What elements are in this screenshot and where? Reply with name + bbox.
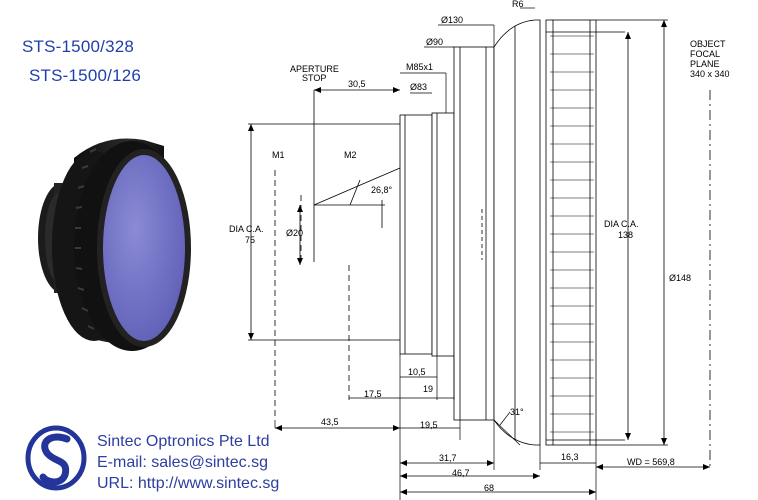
r6-label: R6 <box>512 0 524 9</box>
dia-ca-left-1: DIA C.A. <box>229 224 264 234</box>
object-label-3: PLANE <box>690 59 720 69</box>
dim-17-5: 17,5 <box>364 389 382 399</box>
working-distance: WD = 569,8 <box>627 457 675 467</box>
object-label-1: OBJECT <box>690 39 726 49</box>
company-url[interactable]: URL: http://www.sintec.sg <box>97 475 280 492</box>
dim-43-5: 43,5 <box>321 417 339 427</box>
sintec-logo <box>25 425 87 491</box>
dim-19-5: 19,5 <box>420 420 438 430</box>
thread-label: M85x1 <box>406 62 433 72</box>
angle-26-8: 26,8° <box>371 185 393 195</box>
dim-16-3: 16,3 <box>561 452 579 462</box>
aperture-stop-label-1: APERTURE <box>290 64 339 74</box>
dim-68: 68 <box>484 483 494 493</box>
phi130-label: Ø130 <box>441 15 463 25</box>
company-email[interactable]: E-mail: sales@sintec.sg <box>97 454 268 471</box>
object-label-4: 340 x 340 <box>690 69 730 79</box>
object-label-2: FOCAL <box>690 49 720 59</box>
dim-19: 19 <box>423 384 433 394</box>
dim-46-7: 46,7 <box>452 468 470 478</box>
model-name-1: STS-1500/328 <box>22 37 135 56</box>
phi83-label: Ø83 <box>410 82 427 92</box>
dia-ca-right-1: DIA C.A. <box>604 219 639 229</box>
phi90-label: Ø90 <box>426 37 443 47</box>
dim-10-5: 10,5 <box>408 367 426 377</box>
m1-label: M1 <box>272 150 285 160</box>
angle-31: 31° <box>510 407 524 417</box>
dim-31-7: 31,7 <box>439 453 457 463</box>
phi20-label: Ø20 <box>286 228 303 238</box>
aperture-stop-label-2: STOP <box>302 73 326 83</box>
dia-ca-left-2: 75 <box>245 235 255 245</box>
model-name-2: STS-1500/126 <box>29 66 142 85</box>
dia-ca-right-2: 138 <box>618 230 633 240</box>
phi148-label: Ø148 <box>669 273 691 283</box>
dim-30-5: 30,5 <box>348 79 366 89</box>
m2-label: M2 <box>344 150 357 160</box>
company-name: Sintec Optronics Pte Ltd <box>97 433 270 450</box>
lens-product-image <box>38 138 191 351</box>
